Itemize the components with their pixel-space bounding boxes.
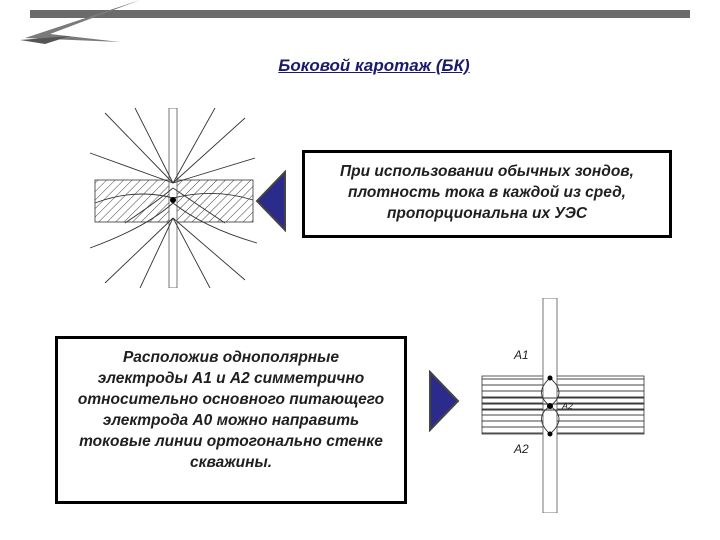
box2-line-1: Расположив однополярные xyxy=(122,349,340,366)
slide-title: Боковой каротаж (БК) xyxy=(278,56,470,75)
box2-line-5: токовые линии ортогонально стенке xyxy=(79,433,383,450)
text-box-focused-probe: Расположив однополярные электроды A1 и A… xyxy=(55,336,407,504)
box1-line-3: пропорциональна их УЭС xyxy=(386,205,588,222)
label-a2: A2 xyxy=(514,442,529,456)
box2-line-3: относительно основного питающего xyxy=(77,391,385,408)
box2-line-2: электроды A1 и A2 симметрично xyxy=(97,370,365,387)
label-a2-inner: A2 xyxy=(562,401,574,411)
label-a1: A1 xyxy=(514,348,529,362)
text-box-ordinary-probe: При использовании обычных зондов, плотно… xyxy=(302,150,672,238)
box2-line-6: скважины. xyxy=(189,454,273,471)
diagram-ordinary-probe xyxy=(89,108,258,288)
box1-line-2: плотность тока в каждой из сред, xyxy=(348,184,626,201)
arrow-right-icon xyxy=(429,370,460,432)
top-bar xyxy=(30,10,690,18)
diagram-focused-probe xyxy=(481,298,645,513)
box1-line-1: При использовании обычных зондов, xyxy=(340,163,634,180)
arrow-left-icon xyxy=(255,170,286,232)
box2-line-4: электрода A0 можно направить xyxy=(102,412,360,429)
logo-swoosh-icon xyxy=(20,0,140,44)
